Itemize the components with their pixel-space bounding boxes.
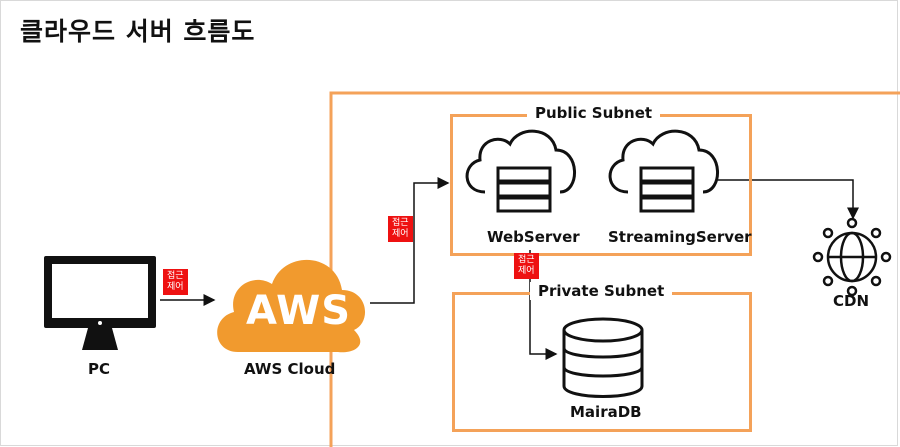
aws-logo-text: AWS [246,288,352,334]
page-title: 클라우드 서버 흐름도 [20,17,256,46]
aws-to-webserver-arrow [370,177,450,304]
pc-icon [44,256,156,350]
database-icon [562,317,644,398]
mariadb-label: MairaDB [570,403,642,421]
webserver-icon [465,129,576,213]
aws-cloud-label: AWS Cloud [244,360,336,378]
access-control-line1: 접근 [518,255,535,265]
streamingserver-icon [608,129,719,213]
pc-label: PC [88,360,111,378]
streaming-to-cdn-arrow [718,179,859,220]
cdn-label: CDN [833,292,870,310]
access-control-line2: 제어 [392,229,409,239]
private-subnet-label: Private Subnet [530,282,673,300]
public-subnet-label: Public Subnet [527,104,661,122]
access-control-badge: 접근 제어 [163,269,188,295]
access-control-badge: 접근 제어 [514,253,539,279]
access-control-line2: 제어 [167,282,184,292]
streamingserver-label: StreamingServer [608,228,752,246]
access-control-line1: 접근 [167,271,184,281]
access-control-badge: 접근 제어 [388,216,413,242]
access-control-line1: 접근 [392,218,409,228]
access-control-line2: 제어 [518,266,535,276]
aws-cloud-logo [217,259,366,353]
cdn-globe-icon [812,217,892,297]
webserver-label: WebServer [487,228,580,246]
